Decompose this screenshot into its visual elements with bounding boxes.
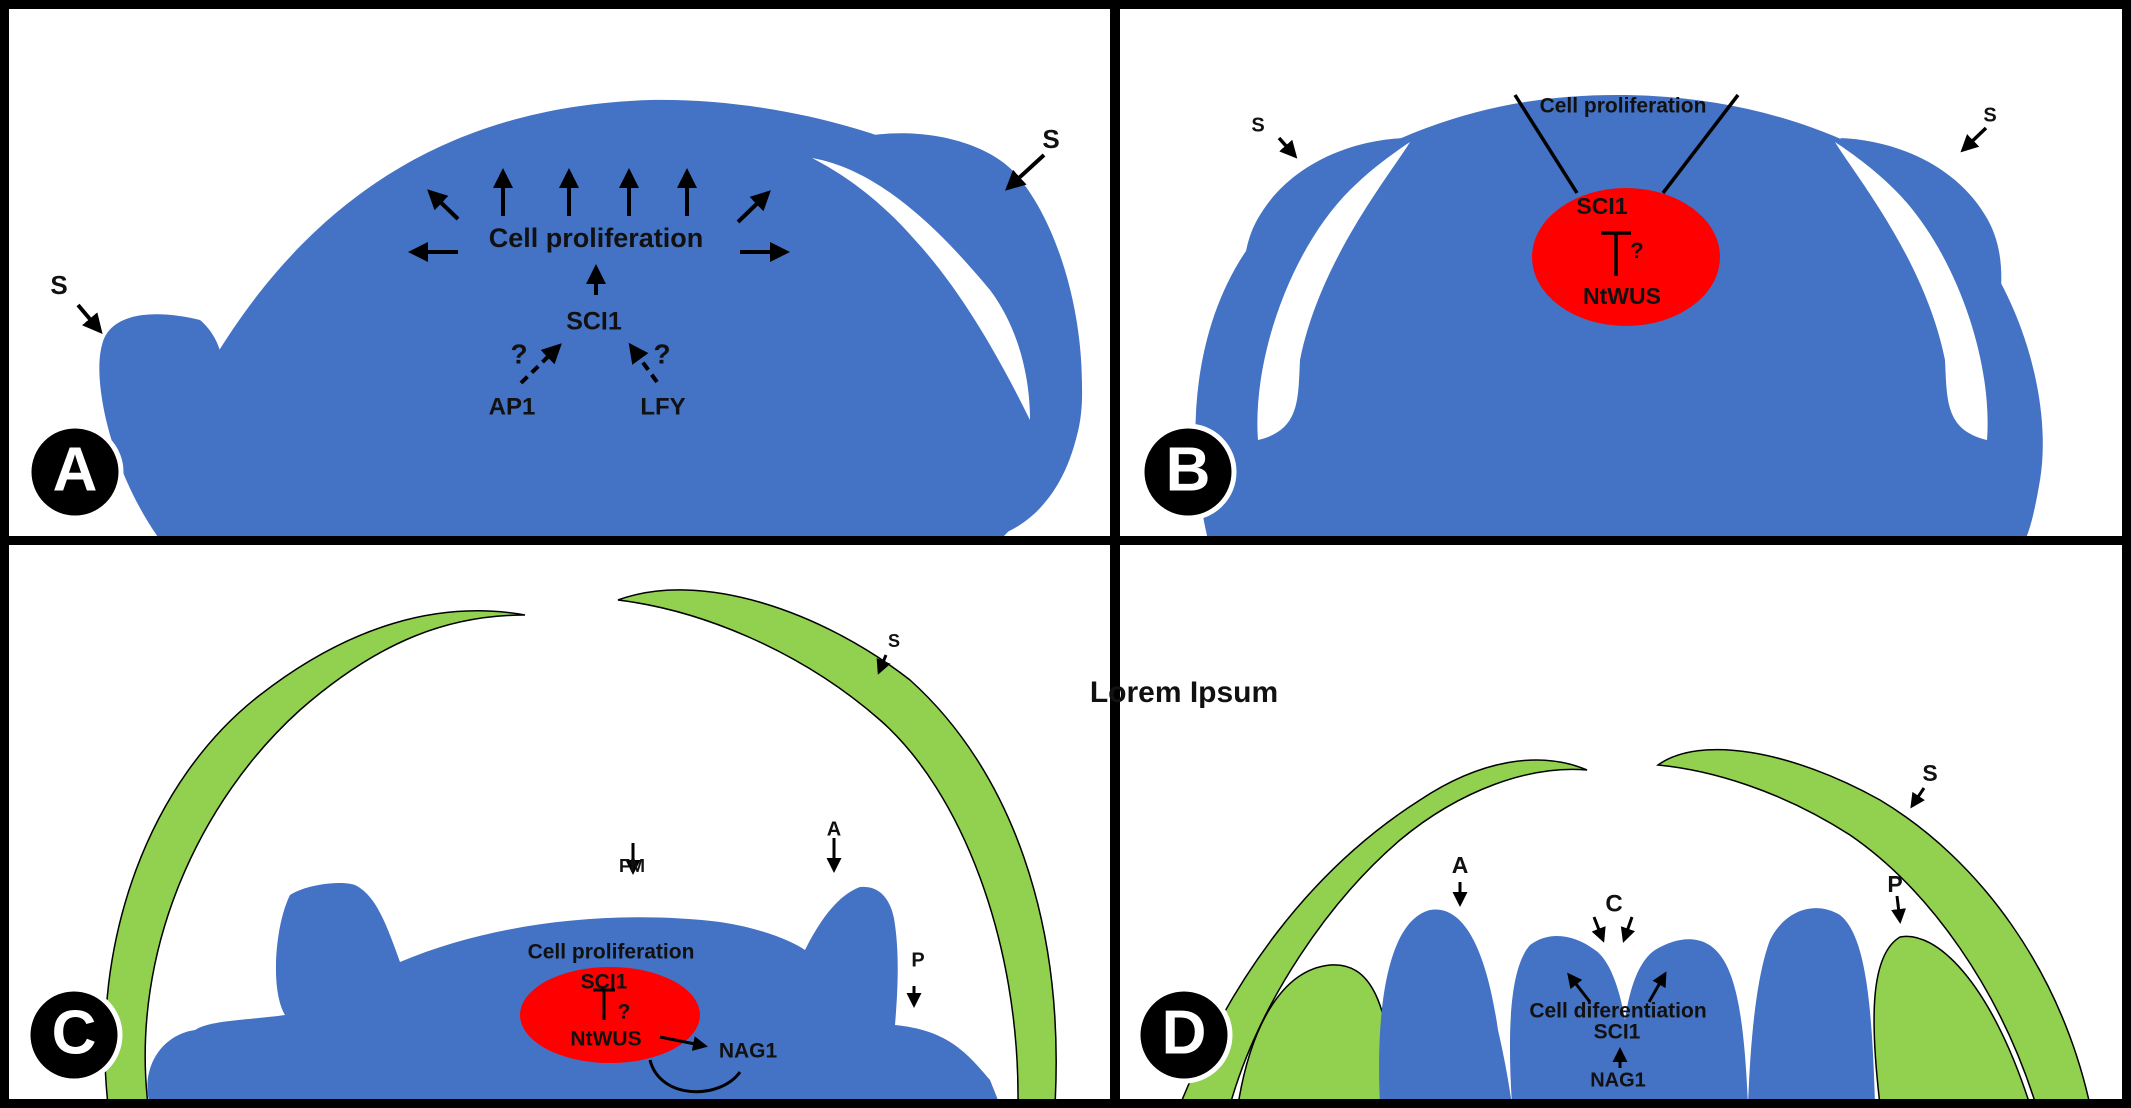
cell-proliferation-label: Cell proliferation — [489, 223, 704, 253]
left-sepal — [1181, 759, 1588, 1099]
panel-d-letter-badge: D — [1135, 986, 1233, 1084]
anther-label: A — [827, 818, 841, 840]
sepal-label-right: S — [1042, 124, 1059, 154]
question-left: ? — [510, 338, 527, 369]
right-sepal — [1655, 748, 2090, 1099]
sepal-label: S — [1922, 760, 1937, 786]
panel-d-letter: D — [1162, 998, 1207, 1067]
question-mark: ? — [618, 1001, 631, 1024]
ntwus-to-nag1-arrow — [659, 1035, 708, 1052]
panel-c-letter-badge: C — [25, 986, 123, 1084]
outward-arrows — [76, 153, 1046, 385]
sci1-label: SCI1 — [1594, 1021, 1641, 1044]
cell-proliferation-label: Cell proliferation — [528, 941, 695, 964]
carpel-left — [1509, 935, 1625, 1099]
sepal-label-left: S — [1251, 114, 1264, 136]
sci1-label: SCI1 — [1576, 193, 1627, 219]
watermark-text: Lorem Ipsum — [1090, 676, 1278, 709]
anther-label: A — [1452, 852, 1469, 878]
nag1-label: NAG1 — [719, 1040, 778, 1063]
left-sepal — [99, 314, 222, 536]
proliferation-line-left — [1513, 94, 1579, 194]
petal-label: P — [911, 949, 924, 971]
ntwus-label: NtWUS — [570, 1028, 641, 1051]
cell-differentiation-label: Cell diferentiation — [1529, 1000, 1706, 1023]
panel-c-letter: C — [52, 998, 97, 1067]
expression-domain — [520, 967, 700, 1063]
sepal-label: S — [888, 631, 900, 651]
petal-label: P — [1887, 871, 1902, 897]
ntwus-label: NtWUS — [1583, 283, 1661, 309]
meristem-dome — [157, 99, 1083, 536]
fm-label: FM — [619, 856, 645, 876]
nag1-feedback-curve — [648, 1059, 742, 1094]
sci1-label: SCI1 — [566, 308, 622, 336]
left-sepal — [104, 610, 526, 1099]
right-sepal — [820, 133, 1082, 535]
panel-b-letter: B — [1166, 435, 1211, 504]
question-mark: ? — [1630, 238, 1643, 263]
sepal-gap-left — [1257, 142, 1410, 440]
panel-b-letter-badge: B — [1139, 423, 1237, 521]
sepal-gap-right — [1835, 142, 1988, 440]
panel-a-letter: A — [53, 435, 98, 504]
nag1-label: NAG1 — [1590, 1069, 1646, 1091]
right-petal — [1873, 935, 2029, 1099]
ap1-label: AP1 — [489, 393, 536, 420]
panel-d: Cell diferentiation SCI1 NAG1 C A P S — [1181, 748, 2090, 1099]
proliferation-line-right — [1661, 93, 1740, 195]
carpel-label: C — [1605, 890, 1622, 917]
right-sepal — [617, 589, 1057, 1099]
anther-left — [1379, 909, 1512, 1099]
anther-right — [1748, 908, 1875, 1099]
cell-proliferation-label: Cell proliferation — [1540, 95, 1707, 118]
sci1-label: SCI1 — [581, 971, 628, 994]
expression-domain — [1532, 188, 1720, 326]
question-right: ? — [653, 338, 670, 369]
panel-a: Cell proliferation SCI1 ? ? AP1 LFY S S — [50, 99, 1083, 536]
sepal-label-right: S — [1983, 104, 1996, 126]
sepal-label-left: S — [50, 270, 67, 300]
panel-c: Cell proliferation SCI1 ? NtWUS NAG1 FM … — [104, 589, 1057, 1099]
panel-a-letter-badge: A — [26, 423, 124, 521]
panel-b: Cell proliferation SCI1 ? NtWUS S S — [1195, 93, 2043, 536]
sepal-gap — [812, 158, 1030, 420]
lfy-label: LFY — [640, 393, 685, 420]
